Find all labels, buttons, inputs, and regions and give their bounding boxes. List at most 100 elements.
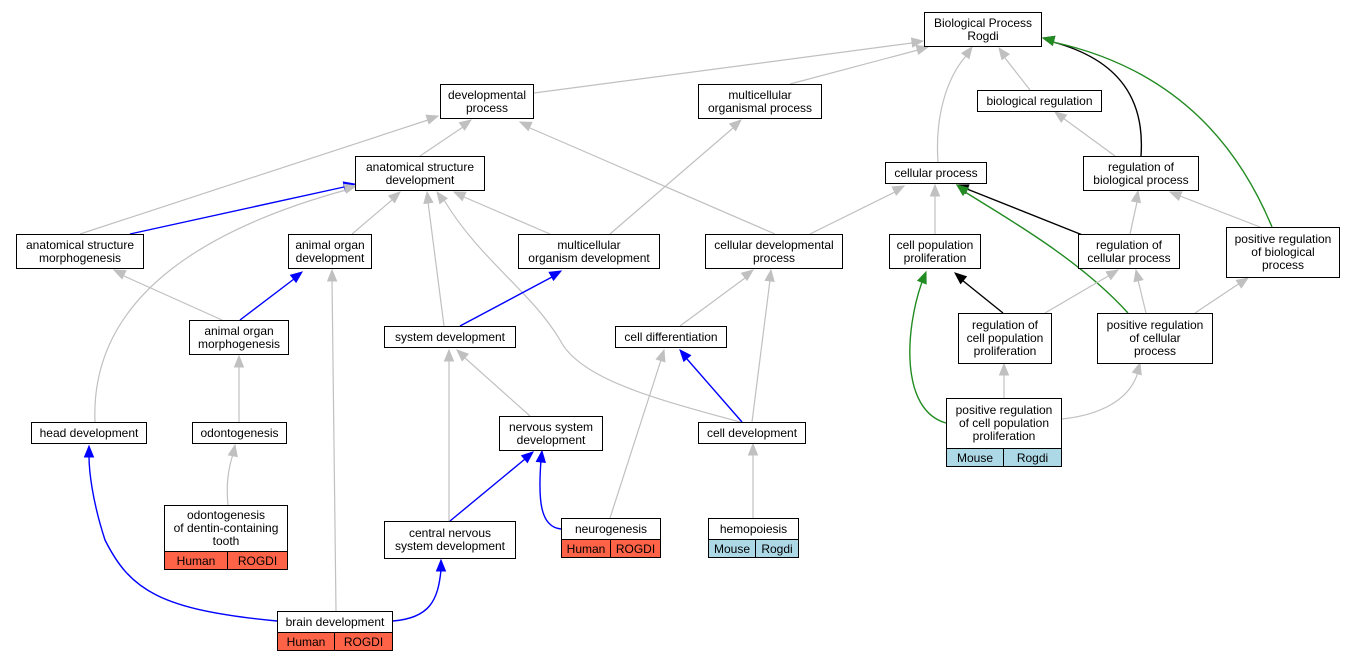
edge-dev-to-bp bbox=[533, 37, 925, 94]
go-term-sys-dev[interactable]: system development bbox=[384, 326, 516, 348]
arrowhead-bioreg-regbio bbox=[1053, 111, 1068, 124]
edge-brain-to-headdev bbox=[83, 444, 278, 622]
go-term-ns-dev[interactable]: nervous system development bbox=[499, 416, 603, 451]
arrowhead-posregcellpop-to-regcellpop bbox=[998, 362, 1010, 376]
edge-multi-to-bp bbox=[789, 44, 930, 85]
go-term-multi-org-dev[interactable]: multicellular organism development bbox=[518, 234, 660, 269]
edge-posregcellpop-to-cellpop bbox=[909, 270, 947, 424]
edge-anatmorph-to-dev bbox=[79, 114, 440, 235]
edge-odontodentin-to-odonto bbox=[226, 443, 238, 506]
arrowhead-hemo-to-celldevt bbox=[747, 442, 759, 456]
arrowhead-bioreg-to-bp bbox=[998, 46, 1011, 61]
edge-regcellpop-to-cellpop bbox=[953, 272, 1004, 314]
edge-neuro-to-nsdev bbox=[535, 449, 562, 530]
arrowhead-headdev-to-anatdev bbox=[343, 183, 358, 194]
arrowhead-neuro-to-nsdev bbox=[535, 449, 547, 463]
edge-regcell-to-regbio bbox=[1129, 189, 1142, 235]
go-term-reg-bio[interactable]: regulation of biological process bbox=[1083, 156, 1199, 191]
edge-organmorph-to-anatmorph bbox=[112, 269, 223, 321]
annotation-gene-brain-dev: ROGDI bbox=[334, 632, 393, 651]
go-term-cell-pop[interactable]: cell population proliferation bbox=[889, 234, 981, 269]
go-term-pos-reg-cell[interactable]: positive regulation of cellular process bbox=[1097, 313, 1213, 364]
arrowhead-multiorg-to-multi bbox=[728, 119, 742, 132]
arrowhead-celldevt-to-celldiff bbox=[679, 348, 692, 363]
arrowhead-organdev-to-anatdev bbox=[387, 191, 401, 204]
arrowhead-cnsdev-to-sysdev bbox=[443, 348, 455, 362]
go-term-neuro[interactable]: neurogenesis bbox=[561, 518, 661, 540]
edge-posregcell-to-cellproc bbox=[955, 184, 1129, 314]
edge-celldevt-to-anatdev bbox=[436, 190, 741, 423]
arrowhead-multiorg-to-anatdev bbox=[452, 191, 467, 202]
arrowhead-nsdev-to-sysdev bbox=[456, 349, 470, 362]
edge-regcell-to-cellproc bbox=[955, 184, 1086, 237]
edge-neuro-to-celldiff bbox=[609, 348, 666, 519]
edge-posregbio-to-regbio bbox=[1168, 191, 1261, 228]
arrowhead-sysdev-to-multiorg bbox=[548, 270, 563, 282]
go-term-cell-dev-proc[interactable]: cellular developmental process bbox=[705, 234, 843, 269]
go-term-cell-proc[interactable]: cellular process bbox=[885, 162, 987, 184]
go-term-anat-morph[interactable]: anatomical structure morphogenesis bbox=[16, 234, 144, 269]
go-term-organ-dev[interactable]: animal organ development bbox=[288, 234, 372, 269]
edge-hemo-to-celldevt bbox=[747, 442, 759, 518]
go-term-reg-cell[interactable]: regulation of cellular process bbox=[1078, 234, 1180, 269]
arrowhead-celldiff-to-celldevproc bbox=[740, 269, 755, 282]
go-term-odonto[interactable]: odontogenesis bbox=[192, 422, 287, 444]
arrowhead-celldevproc-to-cellproc bbox=[891, 185, 906, 196]
arrowhead-posregcell-to-cellproc bbox=[955, 184, 970, 197]
go-term-head-dev[interactable]: head development bbox=[31, 422, 147, 444]
arrowhead-multi-to-bp bbox=[915, 44, 930, 56]
arrowhead-brain-to-headdev bbox=[83, 444, 95, 458]
edge-celldevt-to-celldevproc bbox=[751, 268, 775, 423]
go-term-pos-reg-cell-pop[interactable]: positive regulation of cell population p… bbox=[946, 398, 1062, 449]
go-term-dev-proc[interactable]: developmental process bbox=[440, 84, 534, 119]
edge-headdev-to-anatdev bbox=[94, 183, 358, 423]
edge-cnsdev-to-nsdev bbox=[449, 451, 535, 522]
edge-multiorg-to-multi bbox=[609, 119, 742, 235]
arrowhead-celldevt-to-celldevproc bbox=[764, 268, 775, 283]
go-term-hemo[interactable]: hemopoiesis bbox=[708, 518, 799, 540]
arrowhead-celldevproc-to-dev bbox=[518, 121, 533, 132]
edge-posregbio-to-bp bbox=[1041, 35, 1273, 228]
edge-cellpop-to-cellproc bbox=[929, 183, 941, 234]
edge-cnsdev-to-sysdev bbox=[443, 348, 455, 521]
go-term-organ-morph[interactable]: animal organ morphogenesis bbox=[189, 320, 289, 355]
go-term-cell-devt[interactable]: cell development bbox=[698, 422, 806, 444]
arrowhead-anatdev-to-dev bbox=[458, 119, 473, 131]
edge-anatdev-to-dev bbox=[419, 119, 473, 157]
annotation-species-pos-reg-cell-pop: Mouse bbox=[946, 448, 1004, 467]
go-term-anat-dev[interactable]: anatomical structure development bbox=[355, 156, 485, 191]
arrowhead-sysdev-to-anatdev bbox=[423, 190, 434, 205]
go-term-cell-diff[interactable]: cell differentiation bbox=[615, 326, 727, 348]
arrowhead-dev-to-bp bbox=[910, 37, 925, 48]
edge-celldevt-to-celldiff bbox=[679, 348, 743, 423]
go-term-cns-dev[interactable]: central nervous system development bbox=[384, 521, 516, 559]
go-term-brain-dev[interactable]: brain development bbox=[277, 611, 393, 633]
arrowhead-posregcell-to-posregbio bbox=[1235, 277, 1250, 289]
go-term-multi-proc[interactable]: multicellular organismal process bbox=[698, 84, 822, 119]
arrowhead-cnsdev-to-nsdev bbox=[520, 451, 535, 464]
edge-sysdev-to-multiorg bbox=[459, 270, 563, 327]
go-term-odonto-dentin[interactable]: odontogenesis of dentin-containing tooth bbox=[164, 505, 288, 552]
edge-bioreg-to-bp bbox=[998, 46, 1031, 91]
annotation-species-hemo: Mouse bbox=[708, 539, 756, 558]
arrowhead-posregcellpop-to-posregcell bbox=[1131, 361, 1142, 376]
edge-sysdev-to-anatdev bbox=[423, 190, 445, 327]
edge-celldevproc-to-dev bbox=[518, 121, 776, 235]
edge-regcellpop-to-regcell bbox=[1044, 269, 1120, 314]
edge-celldiff-to-celldevproc bbox=[679, 269, 755, 327]
go-term-bio-reg[interactable]: biological regulation bbox=[977, 90, 1102, 112]
arrowhead-celldevt-to-anatdev bbox=[436, 190, 448, 205]
go-term-bp[interactable]: Biological Process Rogdi bbox=[924, 12, 1042, 47]
edge-nsdev-to-sysdev bbox=[456, 349, 531, 417]
annotation-species-odonto-dentin: Human bbox=[164, 551, 228, 570]
go-term-reg-cell-pop[interactable]: regulation of cell population proliferat… bbox=[958, 313, 1052, 364]
arrowhead-odonto-to-organmorph bbox=[233, 354, 245, 368]
edge-organmorph-to-organdev bbox=[239, 271, 304, 321]
annotation-gene-neuro: ROGDI bbox=[610, 539, 661, 558]
arrowhead-organmorph-to-organdev bbox=[289, 271, 304, 284]
go-term-pos-reg-bio[interactable]: positive regulation of biological proces… bbox=[1226, 227, 1340, 278]
edge-celldevproc-to-cellproc bbox=[809, 185, 906, 235]
edge-cellproc-to-bp bbox=[936, 45, 973, 163]
annotation-gene-pos-reg-cell-pop: Rogdi bbox=[1003, 448, 1062, 467]
